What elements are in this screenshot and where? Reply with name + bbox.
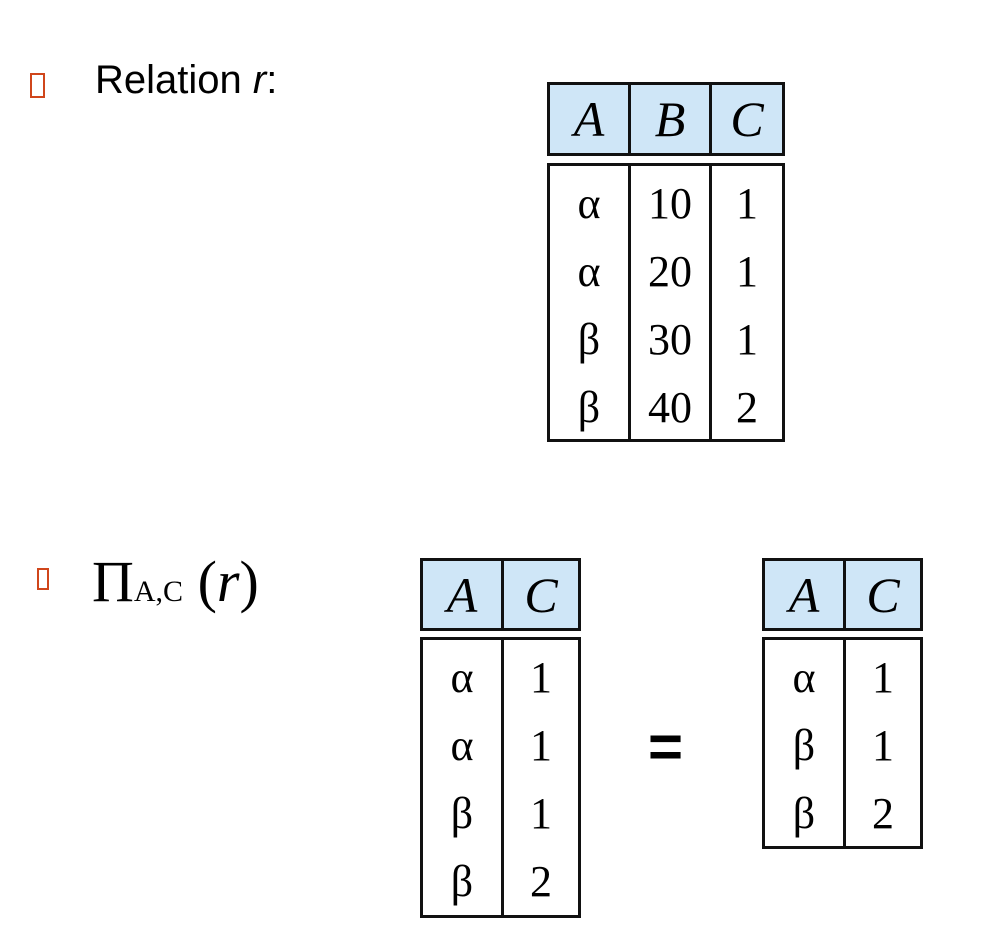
paren: ( <box>197 549 217 614</box>
pi-symbol: Π <box>92 549 134 614</box>
cell: α <box>792 653 816 702</box>
cell: 1 <box>736 315 758 364</box>
relation-r-header: A B C <box>547 82 785 156</box>
header-cell: B <box>628 85 709 153</box>
cell: 40 <box>648 383 692 432</box>
relation-var: r <box>216 549 240 614</box>
paren: ) <box>239 549 259 614</box>
cell: 2 <box>736 383 758 432</box>
header-cell: C <box>843 561 920 628</box>
column-c: 1 1 2 <box>843 640 920 846</box>
subscript: A,C <box>133 575 184 608</box>
cell: 1 <box>530 653 552 702</box>
header-cell: C <box>501 561 578 628</box>
header-cell: A <box>788 566 820 623</box>
cell: 20 <box>648 247 692 296</box>
cell: α <box>450 721 474 770</box>
header-cell: A <box>573 91 605 147</box>
column-b: 10 20 30 40 <box>628 166 709 439</box>
cell: 2 <box>872 789 894 838</box>
cell: β <box>792 789 816 838</box>
cell: β <box>577 383 601 432</box>
cell: 1 <box>736 247 758 296</box>
column-c: 1 1 1 2 <box>501 640 578 915</box>
header-cell: A <box>446 566 478 623</box>
bullet-icon <box>37 568 49 590</box>
cell: β <box>577 315 601 364</box>
cell: 1 <box>872 721 894 770</box>
cell: 1 <box>872 653 894 702</box>
projection-expression: ΠA,C (r) <box>92 548 259 615</box>
equals-sign: = <box>648 713 684 780</box>
cell: 1 <box>530 721 552 770</box>
result-header: A C <box>762 558 923 631</box>
cell: 30 <box>648 315 692 364</box>
cell: α <box>577 179 601 228</box>
bullet-icon <box>30 73 45 98</box>
cell: α <box>450 653 474 702</box>
cell: 1 <box>530 789 552 838</box>
cell: 2 <box>530 857 552 906</box>
cell: β <box>792 721 816 770</box>
projection-header: A C <box>420 558 581 631</box>
header-cell: C <box>709 85 782 153</box>
cell: β <box>450 789 474 838</box>
relation-var: r <box>252 58 267 102</box>
relation-label: Relation r: <box>95 58 277 103</box>
label-text: Relation <box>95 58 253 102</box>
cell: β <box>450 857 474 906</box>
colon: : <box>266 58 278 102</box>
cell: α <box>577 247 601 296</box>
cell: 1 <box>736 179 758 228</box>
cell: 10 <box>648 179 692 228</box>
column-c: 1 1 1 2 <box>709 166 782 439</box>
